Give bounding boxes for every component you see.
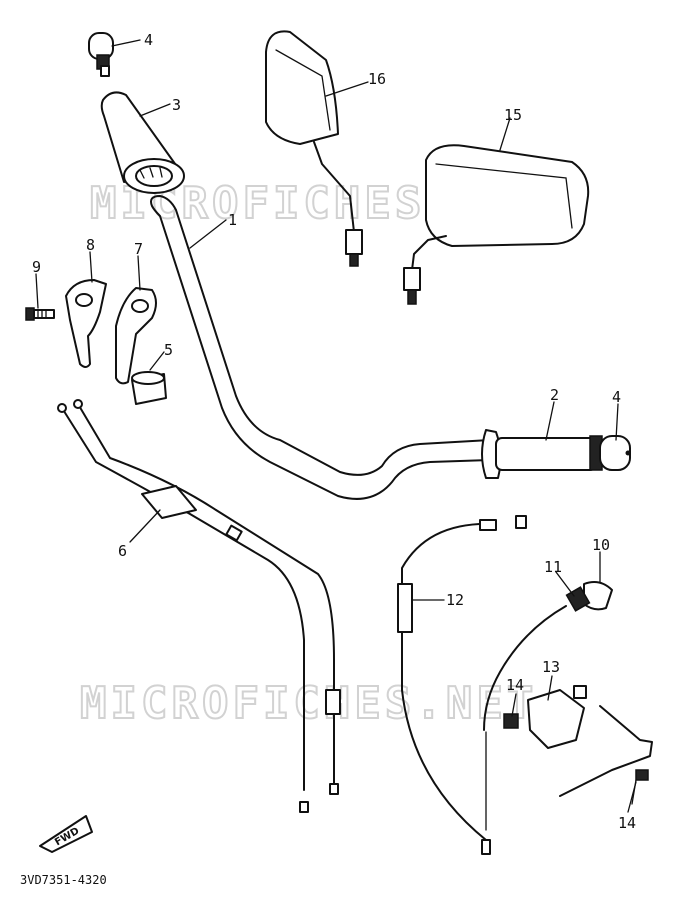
callout-14-left: 14 bbox=[506, 676, 524, 694]
callout-4-top: 4 bbox=[144, 31, 153, 49]
callout-2: 2 bbox=[550, 386, 559, 404]
callout-6: 6 bbox=[118, 542, 127, 560]
grip-right bbox=[481, 429, 597, 479]
diagram-code: 3VD7351-4320 bbox=[20, 873, 107, 887]
handlebar bbox=[150, 195, 491, 500]
throttle-cable-assembly bbox=[57, 399, 341, 813]
callout-11: 11 bbox=[544, 558, 562, 576]
collar bbox=[131, 371, 167, 405]
callout-9: 9 bbox=[32, 258, 41, 276]
callout-13: 13 bbox=[542, 658, 560, 676]
callout-3: 3 bbox=[172, 96, 181, 114]
callout-1: 1 bbox=[228, 211, 237, 229]
callout-12: 12 bbox=[446, 591, 464, 609]
meter-cable bbox=[397, 515, 527, 855]
callout-7: 7 bbox=[134, 240, 143, 258]
callout-16: 16 bbox=[368, 70, 386, 88]
callout-14-right: 14 bbox=[618, 814, 636, 832]
watermark-bottom: MICROFICHES.NET bbox=[80, 678, 537, 729]
forward-direction-indicator: FWD bbox=[39, 815, 93, 853]
callout-10: 10 bbox=[592, 536, 610, 554]
switch-and-lead bbox=[483, 581, 613, 731]
callout-4-right: 4 bbox=[612, 388, 621, 406]
lever-holder-upper bbox=[115, 287, 157, 385]
bolt bbox=[25, 307, 55, 321]
grip-end-right bbox=[589, 435, 631, 471]
callout-8: 8 bbox=[86, 236, 95, 254]
leader-lines bbox=[35, 39, 637, 813]
mirror-right bbox=[403, 144, 590, 305]
bracket-assembly bbox=[503, 685, 653, 805]
callout-labels: 4 3 1 2 4 16 15 8 7 9 5 6 12 11 10 13 14… bbox=[32, 31, 636, 832]
callout-5: 5 bbox=[164, 341, 173, 359]
lever-holder-lower bbox=[65, 279, 107, 368]
grip-end-top bbox=[88, 32, 114, 77]
grip-left bbox=[100, 91, 185, 194]
mirror-left bbox=[265, 30, 363, 267]
callout-15: 15 bbox=[504, 106, 522, 124]
